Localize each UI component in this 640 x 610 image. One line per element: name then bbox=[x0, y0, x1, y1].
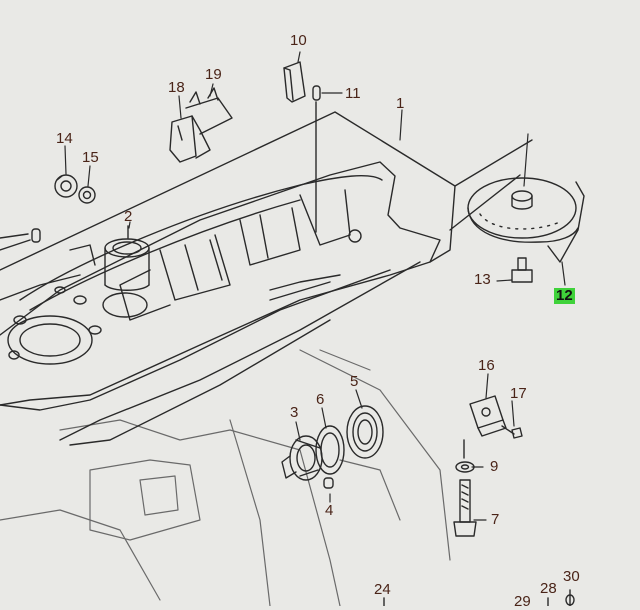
part-6-ring bbox=[315, 425, 345, 475]
callout-18: 18 bbox=[168, 79, 185, 96]
callout-11: 11 bbox=[345, 85, 361, 102]
mount-plate bbox=[0, 239, 148, 365]
lower-housing bbox=[0, 349, 451, 606]
callout-1: 1 bbox=[396, 95, 405, 112]
part-13-bolt bbox=[511, 257, 533, 283]
assembly-frame bbox=[0, 111, 533, 271]
part-10-cap bbox=[283, 61, 306, 103]
callout-3: 3 bbox=[290, 404, 299, 421]
bottom-parts bbox=[383, 589, 575, 606]
callout-30: 30 bbox=[563, 568, 580, 585]
callout-13: 13 bbox=[474, 271, 491, 288]
callout-10: 10 bbox=[290, 32, 307, 49]
callout-16: 16 bbox=[478, 357, 495, 374]
callout-29: 29 bbox=[514, 593, 531, 610]
part-14-nut bbox=[54, 174, 78, 198]
callout-12-highlighted: 12 bbox=[554, 287, 575, 304]
callout-15: 15 bbox=[82, 149, 99, 166]
part-7-bolt bbox=[453, 479, 477, 537]
part-11-pin bbox=[312, 85, 321, 233]
callout-4: 4 bbox=[325, 502, 334, 519]
callout-7: 7 bbox=[491, 511, 500, 528]
callout-2: 2 bbox=[124, 208, 133, 225]
main-casing bbox=[0, 161, 441, 446]
callout-9: 9 bbox=[490, 458, 499, 475]
callout-5: 5 bbox=[350, 373, 359, 390]
part-2-bushing bbox=[104, 225, 150, 291]
callout-14: 14 bbox=[56, 130, 73, 147]
callout-17: 17 bbox=[510, 385, 527, 402]
part-12-trim-tab bbox=[467, 177, 585, 263]
part-9-washer bbox=[455, 439, 475, 473]
part-15-washer bbox=[78, 186, 96, 204]
leader-lines bbox=[64, 51, 566, 521]
callout-28: 28 bbox=[540, 580, 557, 597]
callout-19: 19 bbox=[205, 66, 222, 83]
part-4-pin bbox=[323, 477, 334, 489]
part-16-block bbox=[469, 395, 507, 437]
left-pin bbox=[0, 228, 41, 243]
part-17-screw bbox=[501, 425, 523, 439]
part-5-bearing bbox=[346, 405, 384, 459]
callout-24: 24 bbox=[374, 581, 391, 598]
callout-6: 6 bbox=[316, 391, 325, 408]
